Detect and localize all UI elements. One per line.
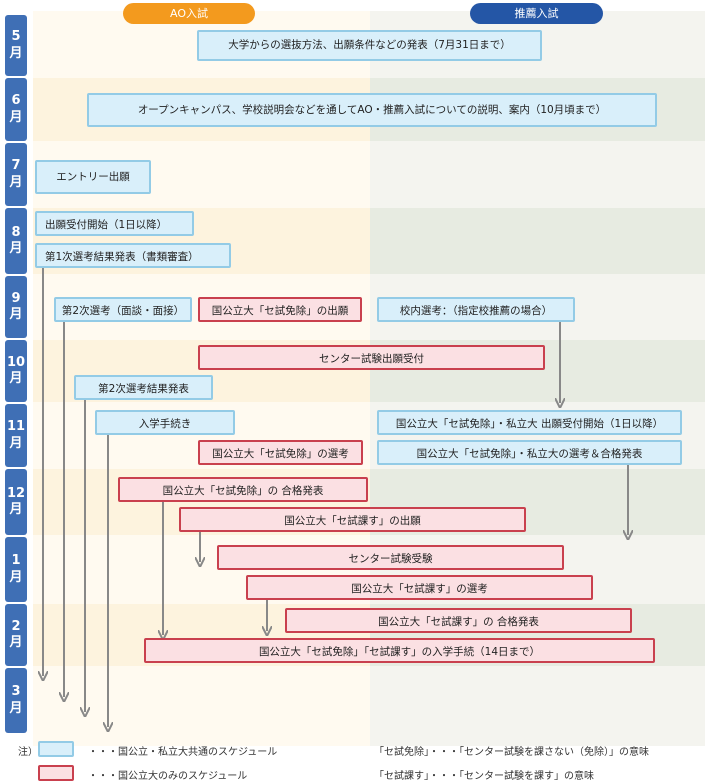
event-aug-accept: 出願受付開始（1日以降） — [35, 211, 194, 236]
event-nov-procedure: 入学手続き — [95, 410, 235, 435]
legend-kokkoritsu-swatch — [38, 765, 74, 781]
event-feb-procedure: 国公立大「セ試免除」「セ試課す」の入学手続（14日まで） — [144, 638, 655, 663]
ao-header: AO入試 — [123, 3, 255, 24]
event-july-entry: エントリー出願 — [35, 160, 151, 194]
legend-common-text: ・・・国公立・私立大共通のスケジュール — [88, 747, 278, 758]
event-sep-school-select: 校内選考：（指定校推薦の場合） — [377, 297, 575, 322]
event-jan-kasu-select: 国公立大「セ試課す」の選考 — [246, 575, 593, 600]
event-sep-second-select: 第2次選考（面談・面接） — [54, 297, 192, 322]
legend-common-swatch — [38, 741, 74, 757]
event-sep-kokkoritsu-apply: 国公立大「セ試免除」の出願 — [198, 297, 362, 322]
suisen-header: 推薦入試 — [470, 3, 603, 24]
event-nov-suisen-select: 国公立大「セ試免除」・私立大の選考＆合格発表 — [377, 440, 682, 465]
legend-kokkoritsu-text: ・・・国公立大のみのスケジュール — [88, 771, 248, 782]
event-feb-kasu-result: 国公立大「セ試課す」の 合格発表 — [285, 608, 632, 633]
event-june-open-campus: オープンキャンパス、学校説明会などを通してAO・推薦入試についての説明、案内（1… — [87, 93, 657, 127]
event-dec-kasu-apply: 国公立大「セ試課す」の出願 — [179, 507, 526, 532]
event-oct-second-result: 第2次選考結果発表 — [74, 375, 213, 400]
event-dec-kokkoritsu-result: 国公立大「セ試免除」の 合格発表 — [118, 477, 368, 502]
event-jan-center-exam: センター試験受験 — [217, 545, 564, 570]
event-nov-suisen-accept: 国公立大「セ試免除」・私立大 出願受付開始（1日以降） — [377, 410, 682, 435]
event-aug-first-result: 第1次選考結果発表（書類審査） — [35, 243, 231, 268]
event-nov-kokkoritsu-select: 国公立大「セ試免除」の選考 — [198, 440, 363, 465]
legend-def-kasu: 「セ試課す」・・・「センター試験を課す」の意味 — [374, 771, 594, 782]
legend-note-label: 注） — [18, 747, 38, 758]
legend-def-menjo: 「セ試免除」・・・「センター試験を課さない（免除）」の意味 — [374, 747, 649, 758]
event-may-announce: 大学からの選抜方法、出願条件などの発表（7月31日まで） — [197, 30, 542, 61]
event-oct-center-apply: センター試験出願受付 — [198, 345, 545, 370]
